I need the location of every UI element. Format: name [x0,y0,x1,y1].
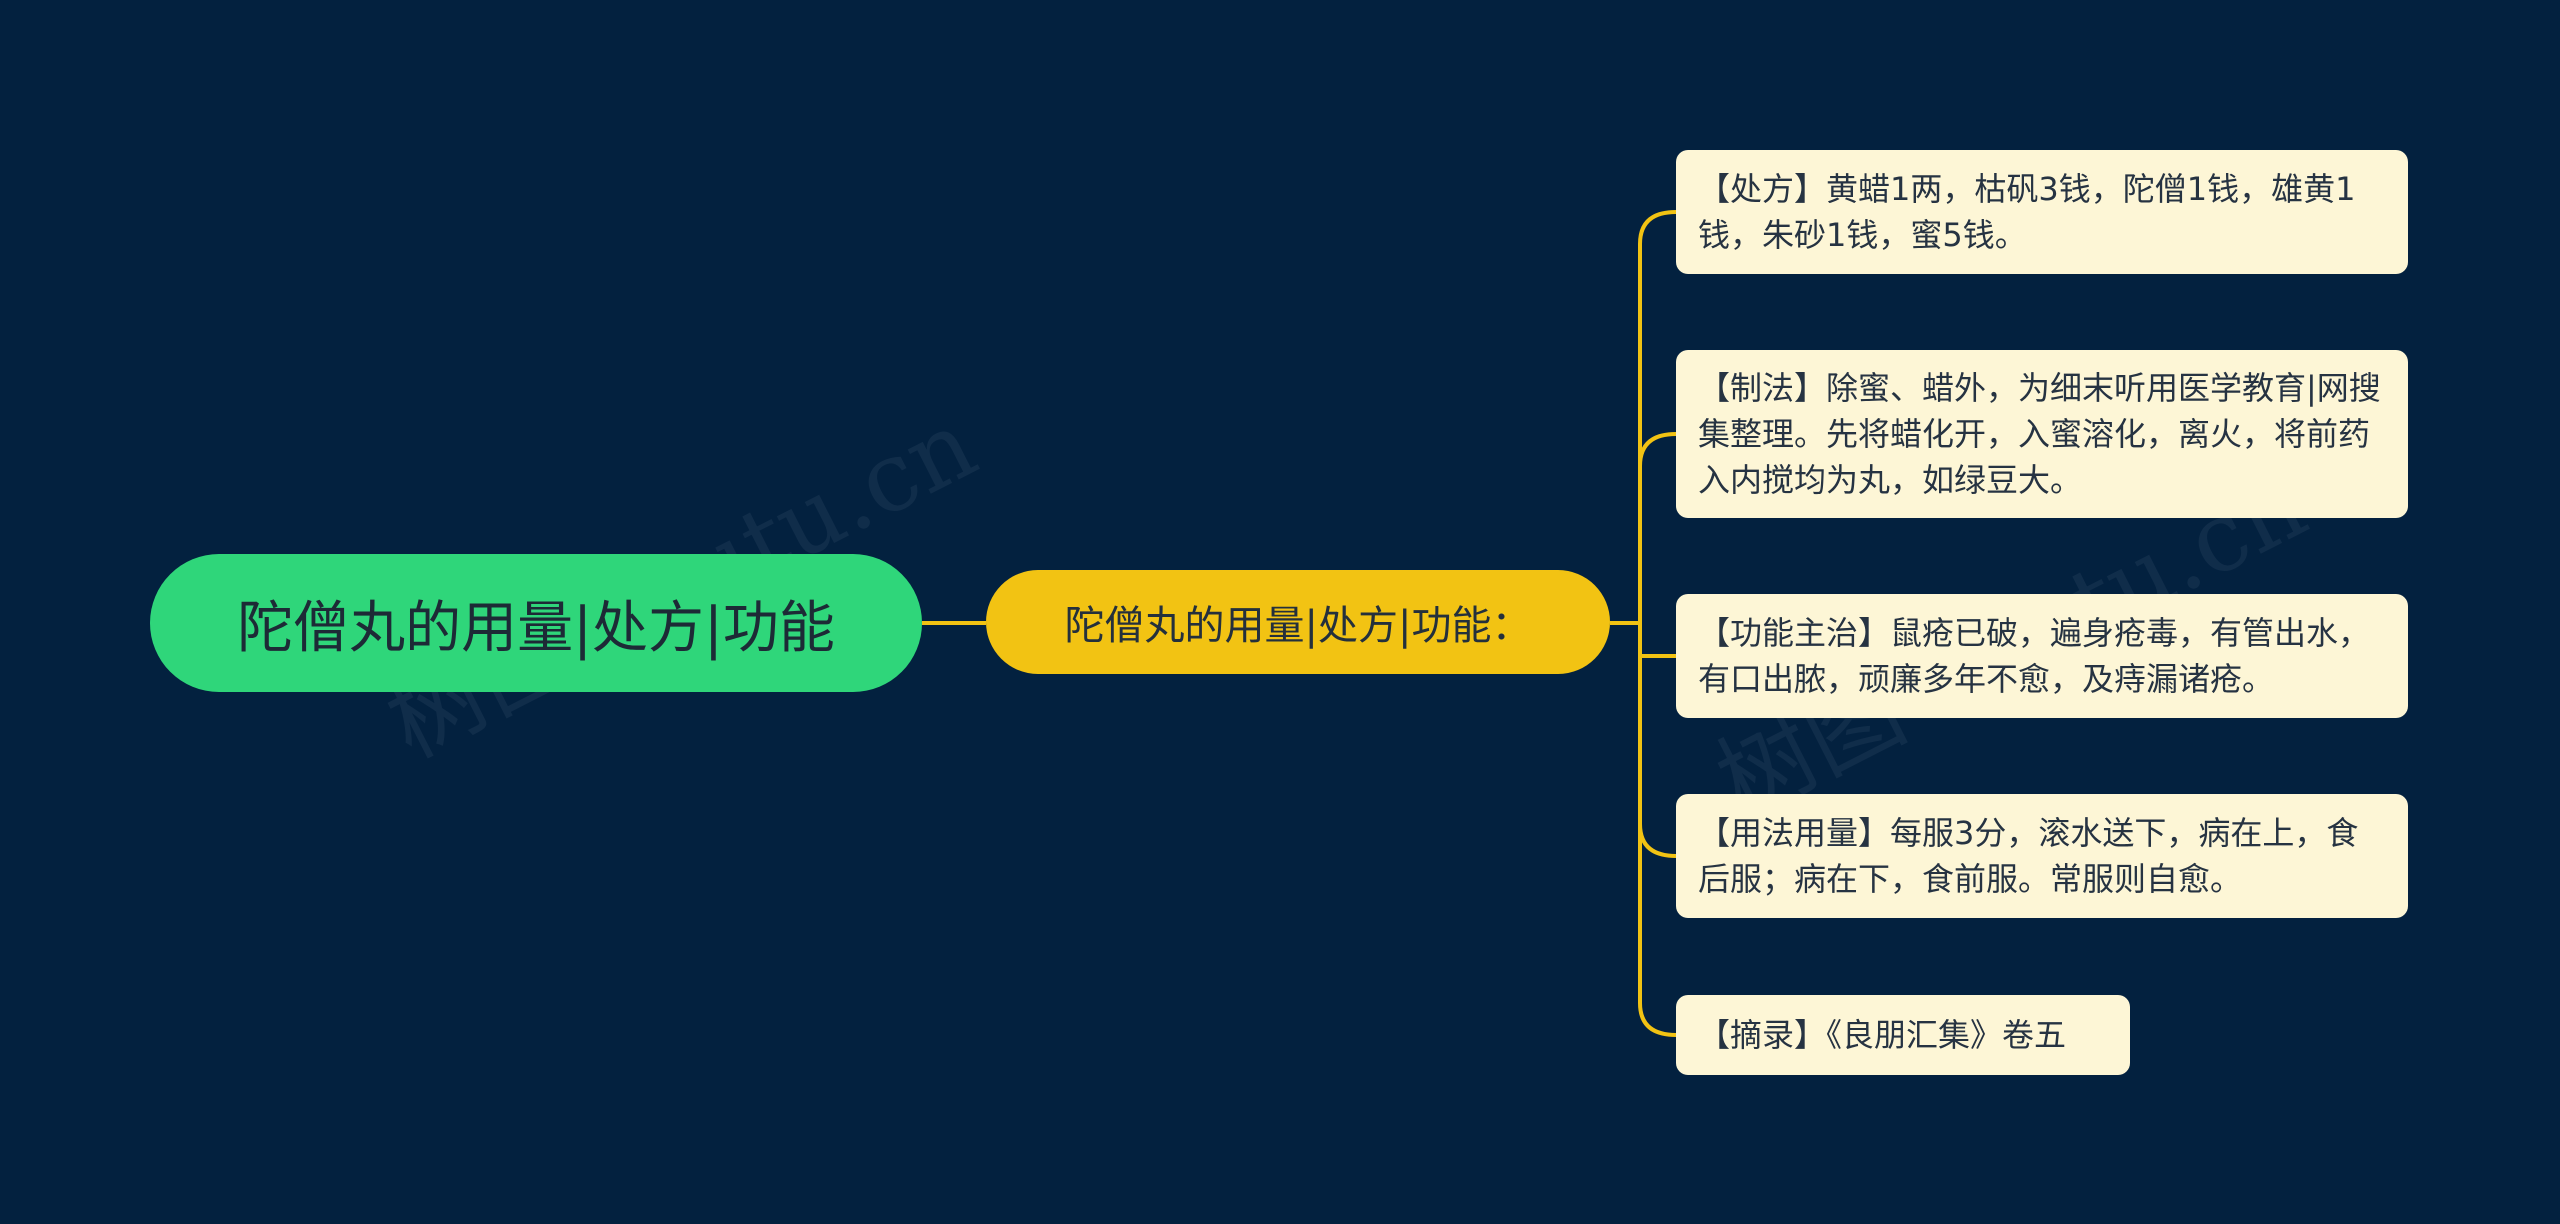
leaf-topic-label: 【用法用量】每服3分，滚水送下，病在上，食后服；病在下，食前服。常服则自愈。 [1698,814,2359,898]
leaf-topic-indications[interactable]: 【功能主治】鼠疮已破，遍身疮毒，有管出水，有口出脓，顽廉多年不愈，及痔漏诸疮。 [1676,594,2408,718]
main-branch-label: 陀僧丸的用量|处方|功能： [1064,603,1532,649]
leaf-topic-prescription[interactable]: 【处方】黄蜡1两，枯矾3钱，陀僧1钱，雄黄1钱，朱砂1钱，蜜5钱。 [1676,150,2408,274]
root-topic-label: 陀僧丸的用量|处方|功能 [237,595,835,661]
leaf-topic-source[interactable]: 【摘录】《良朋汇集》卷五 [1676,995,2130,1075]
leaf-connector-2 [1638,432,1677,623]
root-topic[interactable]: 陀僧丸的用量|处方|功能 [150,554,922,692]
leaf-topic-label: 【制法】除蜜、蜡外，为细末听用医学教育|网搜集整理。先将蜡化开，入蜜溶化，离火，… [1698,369,2381,499]
leaf-connector-5 [1638,623,1677,1037]
leaf-topic-label: 【摘录】《良朋汇集》卷五 [1698,1016,2067,1054]
main-branch-topic[interactable]: 陀僧丸的用量|处方|功能： [986,570,1610,674]
leaf-connector-3 [1638,623,1676,658]
leaf-topic-dosage[interactable]: 【用法用量】每服3分，滚水送下，病在上，食后服；病在下，食前服。常服则自愈。 [1676,794,2408,918]
leaf-topic-preparation[interactable]: 【制法】除蜜、蜡外，为细末听用医学教育|网搜集整理。先将蜡化开，入蜜溶化，离火，… [1676,350,2408,518]
leaf-topic-label: 【处方】黄蜡1两，枯矾3钱，陀僧1钱，雄黄1钱，朱砂1钱，蜜5钱。 [1698,170,2356,254]
leaf-topic-label: 【功能主治】鼠疮已破，遍身疮毒，有管出水，有口出脓，顽廉多年不愈，及痔漏诸疮。 [1698,614,2371,698]
leaf-connector-1 [1638,210,1677,623]
